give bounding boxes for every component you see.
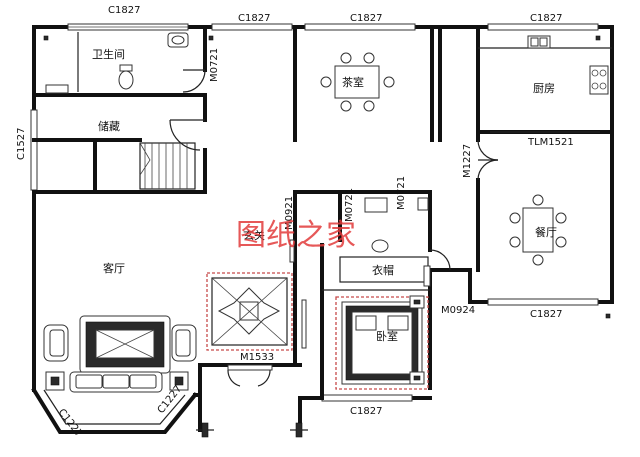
label-c-bed-bottom: C1827 [350, 406, 382, 417]
doors [169, 69, 499, 387]
label-m-entry: M1533 [240, 352, 274, 363]
bathroom-fixtures [43, 32, 214, 94]
room-label-tearoom: 茶室 [342, 75, 364, 89]
living-furniture [43, 315, 197, 393]
entrance-markers [196, 313, 611, 438]
room-label-dining: 餐厅 [535, 225, 557, 239]
room-label-living: 客厅 [103, 261, 125, 275]
label-c-top-left: C1827 [108, 5, 140, 16]
foyer-rug [206, 272, 293, 351]
room-label-kitchen: 厨房 [533, 82, 555, 95]
room-label-closet: 衣帽 [372, 263, 394, 277]
label-c-top-mid: C1827 [238, 13, 270, 24]
foyer-fixtures [364, 197, 431, 287]
label-c-top-tea: C1827 [350, 13, 382, 24]
label-m-small: M0721 [396, 176, 407, 210]
kitchen-fixtures [490, 35, 609, 133]
label-m-side: M0924 [441, 305, 475, 316]
label-m-kitchen: M1227 [462, 144, 473, 178]
bedroom-bed [335, 295, 429, 390]
room-labels: 卫生间 储藏 茶室 厨房 餐厅 客厅 玄关 衣帽 卧室 [92, 47, 557, 343]
dining-table [509, 194, 567, 266]
label-c-top-kitchen: C1827 [530, 13, 562, 24]
room-label-storage: 储藏 [98, 119, 120, 133]
tearoom-table [320, 52, 395, 112]
label-tlm: TLM1521 [527, 137, 574, 148]
label-m-foyer: M0921 [284, 196, 295, 230]
label-c-bay-left: C1227 [56, 407, 85, 439]
watermark: 图纸之家 [236, 218, 356, 253]
stairs [139, 142, 196, 190]
label-c-dining-bottom: C1827 [530, 309, 562, 320]
room-label-foyer: 玄关 [243, 228, 265, 242]
room-label-bedroom: 卧室 [376, 329, 398, 343]
label-c-left: C1527 [16, 128, 27, 160]
label-m-bath: M0721 [209, 48, 220, 82]
label-m-inner: M0721 [344, 188, 355, 222]
room-label-bathroom: 卫生间 [92, 47, 125, 61]
